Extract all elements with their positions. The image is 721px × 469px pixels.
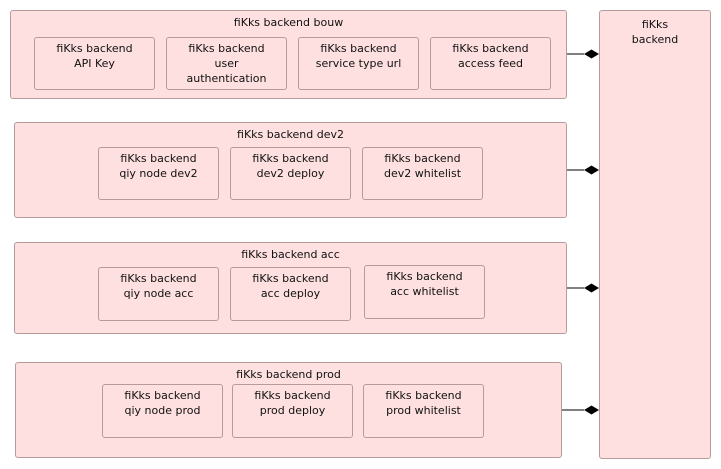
- node-label: API Key: [74, 57, 115, 70]
- backend-target-label-1: fiKks: [641, 18, 669, 31]
- node-dev2-whitelist: fiKks backend dev2 whitelist: [362, 147, 483, 200]
- connector-dev2: [567, 165, 599, 175]
- connector-prod: [562, 405, 599, 415]
- node-dev2-deploy: fiKks backend dev2 deploy: [230, 147, 351, 200]
- node-label: fiKks backend: [320, 42, 397, 55]
- node-bouw-service-type-url: fiKks backend service type url: [298, 37, 419, 90]
- node-label: fiKks backend: [386, 270, 463, 283]
- node-acc-qiy-node: fiKks backend qiy node acc: [98, 267, 219, 321]
- node-label: authentication: [186, 72, 267, 85]
- group-bouw-title: fiKks backend bouw: [233, 16, 344, 29]
- node-label: fiKks backend: [120, 152, 197, 165]
- backend-target-label-2: backend: [631, 33, 679, 46]
- node-label: fiKks backend: [120, 272, 197, 285]
- node-label: prod whitelist: [386, 404, 461, 417]
- node-prod-deploy: fiKks backend prod deploy: [232, 384, 353, 438]
- group-dev2: fiKks backend dev2 fiKks backend qiy nod…: [14, 122, 567, 218]
- node-label: service type url: [315, 57, 402, 70]
- node-label: access feed: [458, 57, 523, 70]
- node-acc-deploy: fiKks backend acc deploy: [230, 267, 351, 321]
- node-label: user: [214, 57, 239, 70]
- node-bouw-api-key: fiKks backend API Key: [34, 37, 155, 90]
- group-prod: fiKks backend prod fiKks backend qiy nod…: [15, 362, 562, 458]
- node-label: fiKks backend: [384, 152, 461, 165]
- node-label: fiKks backend: [252, 152, 329, 165]
- node-label: fiKks backend: [56, 42, 133, 55]
- group-acc: fiKks backend acc fiKks backend qiy node…: [14, 242, 567, 334]
- node-prod-whitelist: fiKks backend prod whitelist: [363, 384, 484, 438]
- node-prod-qiy-node: fiKks backend qiy node prod: [102, 384, 223, 438]
- node-label: acc deploy: [260, 287, 321, 300]
- group-acc-title: fiKks backend acc: [241, 248, 340, 261]
- node-dev2-qiy-node: fiKks backend qiy node dev2: [98, 147, 219, 200]
- node-label: qiy node dev2: [119, 167, 198, 180]
- node-label: fiKks backend: [252, 272, 329, 285]
- node-label: qiy node prod: [124, 404, 201, 417]
- node-label: fiKks backend: [124, 389, 201, 402]
- node-bouw-access-feed: fiKks backend access feed: [430, 37, 551, 90]
- node-label: dev2 whitelist: [383, 167, 462, 180]
- node-acc-whitelist: fiKks backend acc whitelist: [364, 265, 485, 319]
- group-dev2-title: fiKks backend dev2: [237, 128, 344, 141]
- node-label: dev2 deploy: [256, 167, 325, 180]
- connector-bouw: [567, 49, 599, 59]
- node-label: acc whitelist: [390, 285, 459, 298]
- backend-target-box: fiKks backend: [599, 10, 711, 459]
- group-prod-title: fiKks backend prod: [236, 368, 341, 381]
- node-label: prod deploy: [259, 404, 326, 417]
- node-bouw-user-authentication: fiKks backend user authentication: [166, 37, 287, 90]
- node-label: fiKks backend: [385, 389, 462, 402]
- node-label: fiKks backend: [254, 389, 331, 402]
- node-label: qiy node acc: [123, 287, 194, 300]
- connector-acc: [567, 283, 599, 293]
- node-label: fiKks backend: [188, 42, 265, 55]
- group-bouw: fiKks backend bouw fiKks backend API Key…: [10, 10, 567, 99]
- node-label: fiKks backend: [452, 42, 529, 55]
